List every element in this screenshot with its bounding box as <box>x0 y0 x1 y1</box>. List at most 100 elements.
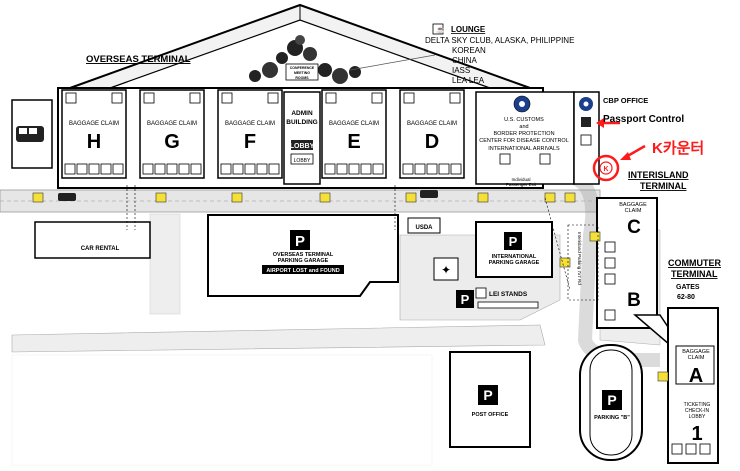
restroom-icon-a <box>685 443 697 455</box>
k-counter-label: K카운터 <box>652 140 704 157</box>
elevator-icon <box>244 163 256 175</box>
bus-stop-icon <box>589 231 601 242</box>
atm-icon <box>360 163 372 175</box>
lobby-h[interactable]: BAGGAGE CLAIM H <box>61 89 127 179</box>
info-icon <box>112 163 124 175</box>
parking-b-p: P <box>607 392 616 408</box>
customs-building[interactable]: U.S. CUSTOMS and BORDER PROTECTION CENTE… <box>475 91 589 187</box>
phone-icon-a <box>671 443 683 455</box>
atm-icon <box>256 163 268 175</box>
atm-icon <box>178 163 190 175</box>
admin-building[interactable]: ADMIN BUILDING LOBBY LOBBY <box>283 91 321 185</box>
lounge-item-4: IASS <box>452 66 470 75</box>
parking-b[interactable]: P PARKING "B" <box>579 344 643 461</box>
commuter-gates-2: 62-80 <box>677 294 695 301</box>
restroom-icon <box>402 163 414 175</box>
baggage-claim-label: BAGGAGE CLAIM <box>147 121 197 127</box>
overseas-parking-label-1: OVERSEAS TERMINAL <box>273 252 334 258</box>
baggage-claim-label: BAGGAGE CLAIM <box>69 121 119 127</box>
commuter-terminal[interactable]: BAGGAGE CLAIM A TICKETING CHECK-IN LOBBY… <box>632 307 719 464</box>
commuter-title-1: COMMUTER <box>668 258 721 268</box>
restroom-icon-top <box>111 92 123 104</box>
bus-stop-icon <box>559 257 571 268</box>
baggage-claim-label: BAGGAGE CLAIM <box>407 121 457 127</box>
interisland-title-1: INTERISLAND <box>628 170 689 180</box>
bus-stop-icon <box>405 192 417 203</box>
elevator-icon <box>348 163 360 175</box>
stairs-icon <box>65 92 77 104</box>
palm-icon: ✦ <box>441 263 451 277</box>
intl-parking-label-2: PARKING GARAGE <box>489 260 540 266</box>
lounge-legend: ☕ LOUNGE DELTA SKY CLUB, ALASKA, PHILIPP… <box>425 23 574 85</box>
info-icon <box>372 163 384 175</box>
elevator-icon <box>166 163 178 175</box>
post-office[interactable]: P POST OFFICE <box>449 351 531 448</box>
restroom-icon-top <box>449 92 461 104</box>
commuter-bc-1: BAGGAGE <box>682 349 710 355</box>
passport-control-label: Passport Control <box>603 114 684 125</box>
conference-label: CONFERENCE <box>290 66 315 70</box>
phone-icon <box>336 163 348 175</box>
individual-exit-label-1: Individual <box>511 177 530 182</box>
usda[interactable]: USDA <box>407 217 441 234</box>
k-mark: K <box>603 166 608 173</box>
lounge-item-3: CHINA <box>452 56 478 65</box>
parking-b-label: PARKING "B" <box>594 415 630 421</box>
intl-arrivals-label: INTERNATIONAL ARRIVALS <box>488 146 560 152</box>
lounge-title: LOUNGE <box>451 25 486 34</box>
lounge-item-2: KOREAN <box>452 46 486 55</box>
car-rental[interactable]: CAR RENTAL <box>34 221 151 259</box>
lobby-letter: H <box>87 131 101 153</box>
overseas-terminal-title: OVERSEAS TERMINAL <box>86 54 191 65</box>
restroom-icon-top <box>371 92 383 104</box>
stairs-icon <box>325 92 337 104</box>
restroom-icon <box>324 163 336 175</box>
interisland-bc-1: BAGGAGE <box>619 202 647 208</box>
phone-icon <box>76 163 88 175</box>
customs-line-4: CENTER FOR DISEASE CONTROL <box>479 138 569 144</box>
atm-icon <box>438 163 450 175</box>
bus-stop-icon <box>155 192 167 203</box>
phone-icon-c <box>604 257 616 269</box>
post-office-parking-p: P <box>483 387 492 403</box>
lobby-c-letter: C <box>627 217 641 238</box>
bus-stops <box>32 192 669 382</box>
lounge-icon-lei <box>475 287 487 299</box>
elevator-icon-a <box>699 443 711 455</box>
bus-stop-icon <box>657 371 669 382</box>
elevator-icon-c <box>604 273 616 285</box>
lei-pavilion <box>433 257 459 281</box>
intl-parking-label-1: INTERNATIONAL <box>492 254 537 260</box>
bus-stop-icon <box>477 192 489 203</box>
phone-icon <box>232 163 244 175</box>
elevator-icon <box>88 163 100 175</box>
interisland-terminal[interactable]: BAGGAGE CLAIM C B <box>596 197 658 329</box>
lei-stands[interactable]: P LEI STANDS <box>456 287 539 309</box>
restroom-icon-top <box>189 92 201 104</box>
lobby-b-letter: B <box>627 290 641 311</box>
bus-stop-icon <box>231 192 243 203</box>
lei-parking-p: P <box>461 292 470 307</box>
lounge-icon: ☕ <box>436 25 445 34</box>
conference-label-3: ROOMS <box>295 76 309 80</box>
ticketing-number: 1 <box>691 423 702 445</box>
restroom-icon <box>142 163 154 175</box>
overseas-parking-garage[interactable]: P OVERSEAS TERMINAL PARKING GARAGE AIRPO… <box>207 214 399 297</box>
lounge-item-5: LEA LEA <box>452 76 485 85</box>
info-icon <box>190 163 202 175</box>
interisland-bc-2: CLAIM <box>625 208 642 214</box>
customs-line-3: BORDER PROTECTION <box>493 131 554 137</box>
restroom-icon <box>220 163 232 175</box>
lost-found-label[interactable]: AIRPORT LOST and FOUND <box>266 268 339 274</box>
k-counter-marker[interactable] <box>592 154 620 182</box>
restroom-icon <box>499 153 511 165</box>
atm-icon <box>100 163 112 175</box>
intl-parking-garage[interactable]: P INTERNATIONAL PARKING GARAGE <box>475 221 553 278</box>
garden: CONFERENCE MEETING ROOMS <box>249 35 436 84</box>
usda-label: USDA <box>415 225 433 231</box>
